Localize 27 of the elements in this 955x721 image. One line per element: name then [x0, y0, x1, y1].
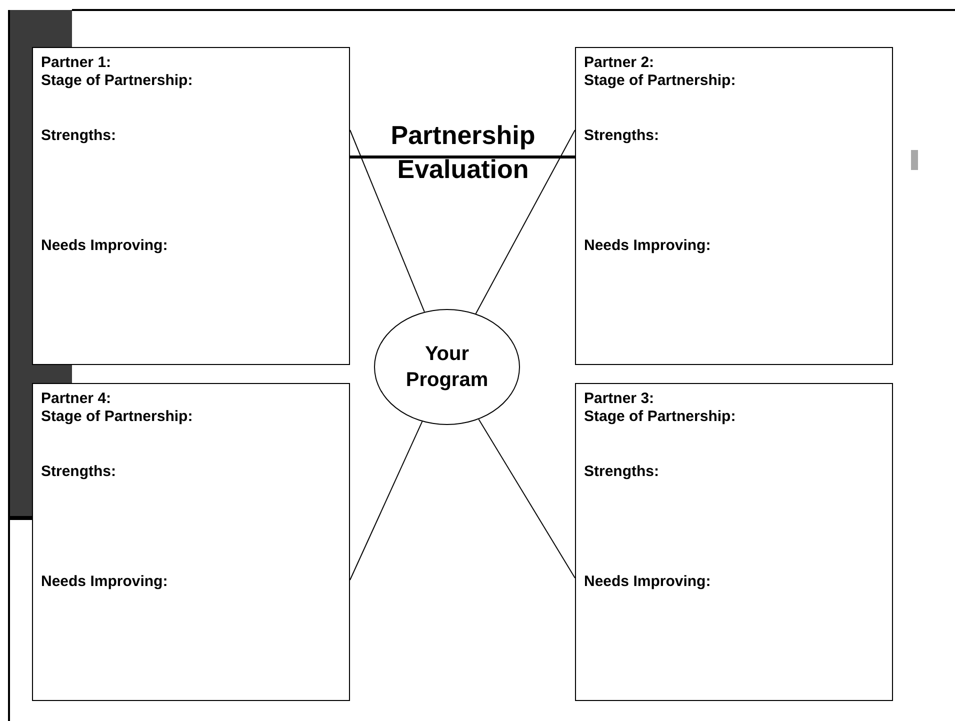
field-label: Needs Improving:	[41, 573, 168, 590]
field-label: Stage of Partnership:	[584, 72, 736, 89]
partner-box	[575, 47, 893, 365]
field-label: Strengths:	[584, 463, 659, 480]
partner-box	[575, 383, 893, 701]
field-label: Strengths:	[41, 127, 116, 144]
connector-line	[350, 130, 425, 312]
field-label: Stage of Partnership:	[584, 408, 736, 425]
field-label: Stage of Partnership:	[41, 72, 193, 89]
diagram-title: Partnership Evaluation	[390, 119, 536, 186]
node-label: Your Program	[404, 342, 490, 393]
connector-line	[478, 418, 576, 578]
field-label: Partner 3:	[584, 390, 654, 407]
field-label: Strengths:	[41, 463, 116, 480]
field-label: Needs Improving:	[584, 237, 711, 254]
connector-line	[350, 156, 575, 158]
field-label: Needs Improving:	[41, 237, 168, 254]
field-label: Strengths:	[584, 127, 659, 144]
field-label: Needs Improving:	[584, 573, 711, 590]
connector-line	[350, 421, 423, 580]
field-label: Partner 1:	[41, 54, 112, 71]
field-label: Stage of Partnership:	[41, 408, 193, 425]
field-label: Partner 2:	[584, 54, 654, 71]
connector-line	[475, 130, 576, 314]
field-label: Partner 4:	[41, 390, 112, 407]
partner-box	[32, 383, 350, 701]
partner-box	[32, 47, 350, 365]
